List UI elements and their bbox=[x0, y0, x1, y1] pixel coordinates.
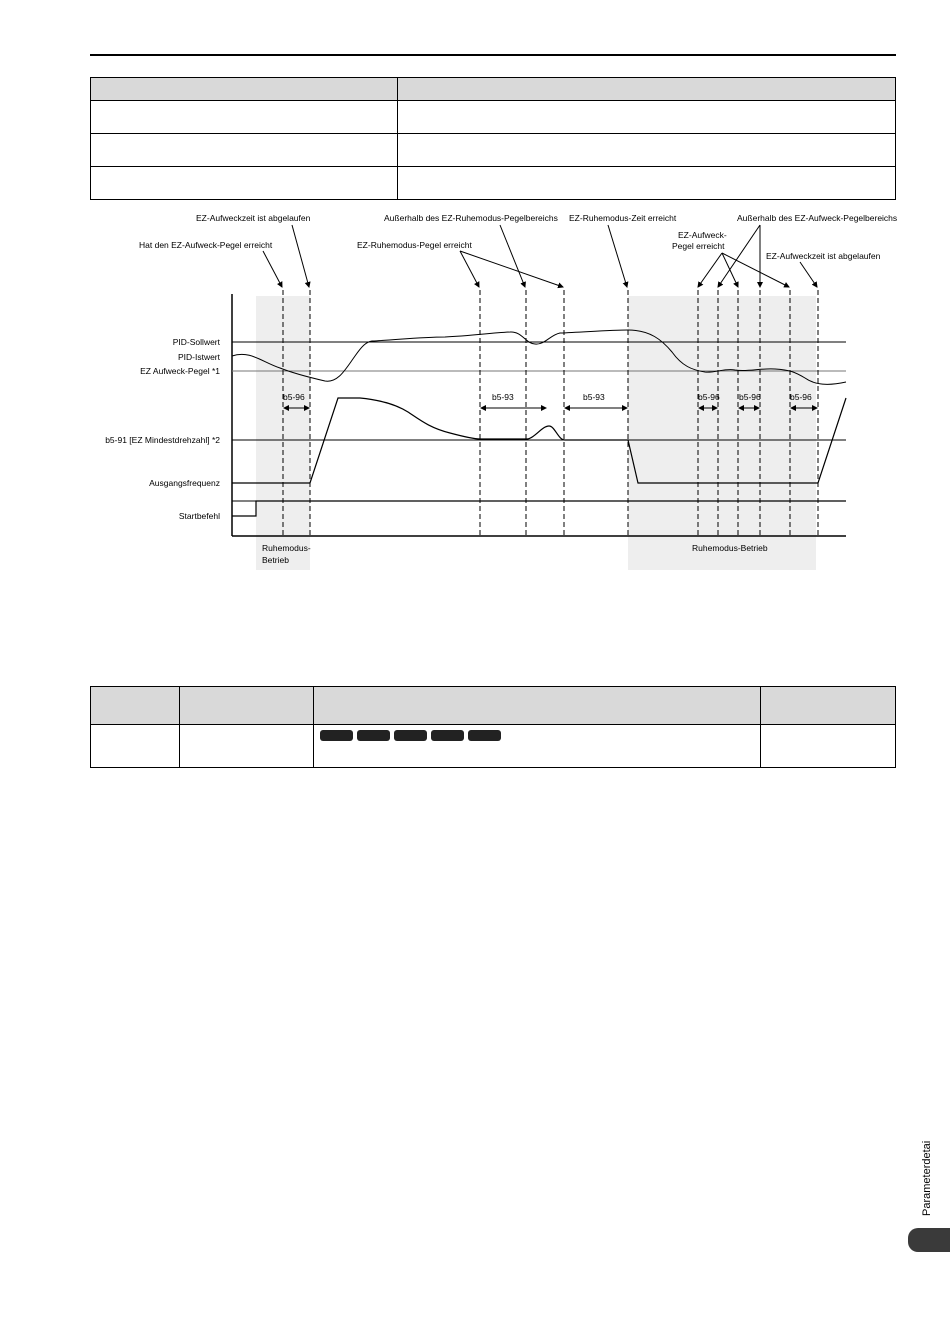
table-cell bbox=[760, 724, 896, 768]
label-sleep-operation-2: Ruhemodus-Betrieb bbox=[692, 543, 768, 553]
control-mode-badge bbox=[431, 729, 464, 741]
callout-pointers bbox=[262, 224, 818, 289]
label-b5-96: b5-96 bbox=[698, 392, 720, 402]
pid-feedback-curve bbox=[231, 329, 847, 385]
event-markers bbox=[282, 290, 819, 536]
label-b5-96: b5-96 bbox=[739, 392, 761, 402]
sleep-wake-timing-diagram: EZ-Aufweckzeit ist abgelaufen Hat den EZ… bbox=[105, 213, 897, 570]
header-rule bbox=[90, 54, 896, 56]
label-sleep-time-reached: EZ-Ruhemodus-Zeit erreicht bbox=[569, 213, 677, 223]
label-b5-96: b5-96 bbox=[790, 392, 812, 402]
table-row bbox=[90, 166, 896, 200]
table-cell bbox=[90, 724, 180, 768]
parameter-table-top bbox=[90, 77, 896, 200]
label-b5-96: b5-96 bbox=[283, 392, 305, 402]
side-tab: Parameterdetails bbox=[921, 1140, 933, 1216]
label-min-speed: b5-91 [EZ Mindestdrehzahl] *2 bbox=[105, 435, 220, 445]
label-wake-level-reached: Hat den EZ-Aufweck-Pegel erreicht bbox=[139, 240, 273, 250]
table-header-cell bbox=[90, 686, 180, 725]
label-sleep-operation-1a: Ruhemodus- bbox=[262, 543, 311, 553]
control-mode-badge bbox=[394, 729, 427, 741]
control-mode-badge bbox=[320, 729, 353, 741]
table-header-cell bbox=[179, 686, 314, 725]
control-mode-badge bbox=[357, 729, 390, 741]
table-row bbox=[90, 724, 896, 768]
label-wake-time-elapsed: EZ-Aufweckzeit ist abgelaufen bbox=[196, 213, 311, 223]
side-tab-label: Parameterdetails bbox=[921, 1140, 933, 1216]
table-header-cell bbox=[90, 77, 398, 101]
table-header-cell bbox=[313, 686, 761, 725]
sleep-region-1 bbox=[256, 296, 310, 570]
label-wake-level: EZ Aufweck-Pegel *1 bbox=[140, 366, 220, 376]
label-wake-level-reached-2a: EZ-Aufweck- bbox=[678, 230, 727, 240]
parameter-table-bottom bbox=[90, 686, 896, 768]
table-header-cell bbox=[760, 686, 896, 725]
table-header-row bbox=[90, 686, 896, 725]
control-mode-badge bbox=[468, 729, 501, 741]
label-b5-93: b5-93 bbox=[492, 392, 514, 402]
label-outside-sleep-range: Außerhalb des EZ-Ruhemodus-Pegelbereichs bbox=[384, 213, 558, 223]
label-sleep-level-reached: EZ-Ruhemodus-Pegel erreicht bbox=[357, 240, 472, 250]
table-header-row bbox=[90, 77, 896, 101]
output-frequency-curve bbox=[232, 397, 847, 484]
page-number-tab bbox=[908, 1228, 950, 1252]
table-header-cell bbox=[397, 77, 896, 101]
label-sleep-operation-1b: Betrieb bbox=[262, 555, 289, 565]
run-command-signal bbox=[232, 500, 846, 517]
label-b5-93: b5-93 bbox=[583, 392, 605, 402]
table-cell bbox=[313, 724, 761, 768]
table-cell bbox=[397, 166, 896, 200]
label-pid-feedback: PID-Istwert bbox=[178, 352, 221, 362]
table-cell bbox=[179, 724, 314, 768]
label-pid-setpoint: PID-Sollwert bbox=[173, 337, 221, 347]
label-outside-wake-range: Außerhalb des EZ-Aufweck-Pegelbereichs bbox=[737, 213, 897, 223]
table-cell bbox=[90, 166, 398, 200]
label-wake-level-reached-2b: Pegel erreicht bbox=[672, 241, 725, 251]
label-wake-time-elapsed-right: EZ-Aufweckzeit ist abgelaufen bbox=[766, 251, 881, 261]
label-output-frequency: Ausgangsfrequenz bbox=[149, 478, 220, 488]
label-run-command: Startbefehl bbox=[179, 511, 220, 521]
